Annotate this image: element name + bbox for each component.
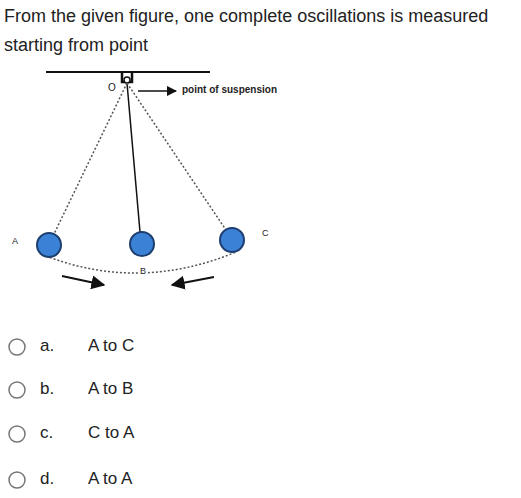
clamp: [122, 73, 132, 82]
figure-panel: [30, 62, 342, 298]
point-label: O: [108, 82, 116, 94]
option-letter: d.: [40, 469, 54, 489]
support-bar: [46, 71, 210, 73]
question-text: From the given figure, one complete osci…: [4, 2, 516, 60]
leader-arrow: [138, 90, 176, 92]
option-text: C to A: [88, 423, 134, 443]
point-label: B: [138, 266, 148, 277]
string: [127, 83, 140, 232]
option-letter: b.: [40, 379, 54, 399]
motion-arrow: [62, 276, 104, 285]
radio-button: [9, 382, 25, 398]
radio-button: [9, 472, 25, 488]
bob: [220, 228, 244, 252]
string-dotted: [54, 83, 127, 234]
option-text: A to A: [88, 469, 132, 489]
bob: [37, 233, 61, 257]
bob: [130, 232, 154, 256]
point-label: C: [262, 228, 269, 239]
radio-button: [9, 426, 25, 442]
pivot: [124, 77, 130, 83]
annotation: point of suspension: [182, 84, 277, 96]
option-letter: a.: [40, 336, 54, 356]
radio-button: [9, 339, 25, 355]
point-label: A: [12, 236, 18, 247]
option-text: A to C: [88, 336, 134, 356]
string-dotted: [127, 83, 226, 230]
option-letter: c.: [40, 423, 53, 443]
option-text: A to B: [88, 379, 133, 399]
motion-arrow: [172, 277, 214, 285]
